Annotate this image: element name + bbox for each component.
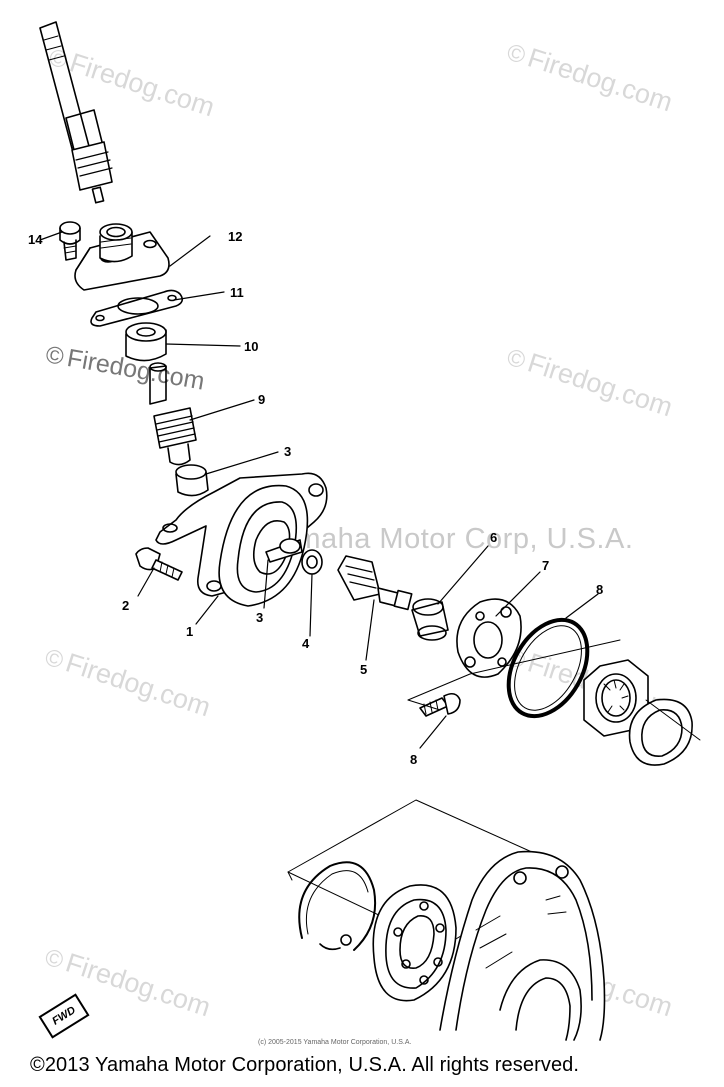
part-5-driven-gear [337, 555, 413, 611]
callout-11: 10 [244, 339, 258, 354]
callout-3-lower: 3 [256, 610, 263, 625]
part-14-bolt [59, 221, 81, 261]
callout-3-upper: 3 [284, 444, 291, 459]
callout-6: 6 [490, 530, 497, 545]
callout-8: 8 [410, 752, 417, 767]
part-10-drive-gear [149, 362, 197, 466]
part-6-seal [411, 598, 449, 641]
hub-washer [628, 698, 693, 766]
part-9-o-ring [506, 617, 590, 719]
watermark-yamaha: Yamaha Motor Corp, U.S.A. [262, 523, 634, 555]
part-11-bushing [125, 322, 167, 362]
part-3-bush-upper [175, 464, 209, 497]
part-8-screw [419, 692, 461, 717]
speedometer-cable [39, 21, 113, 204]
part-1-gear-housing [155, 472, 328, 607]
callout-5: 5 [360, 662, 367, 677]
callout-12: 11 [230, 285, 244, 300]
callout-2: 2 [122, 598, 129, 613]
callout-7: 7 [542, 558, 549, 573]
callout-9: 8 [596, 582, 603, 597]
footer-copyright: ©2013 Yamaha Motor Corporation, U.S.A. A… [30, 1054, 580, 1076]
hub-assembly-lower [287, 799, 606, 1041]
part-2-bolt [135, 547, 183, 581]
assembly-lines [407, 639, 701, 741]
part-4-washer [301, 549, 323, 575]
leader-lines [39, 231, 599, 749]
callout-13: 12 [228, 229, 242, 244]
callout-14: 14 [28, 232, 43, 247]
part-7-retainer [456, 598, 522, 678]
part-13-flange [74, 223, 170, 291]
callout-10: 9 [258, 392, 265, 407]
small-copyright: (c) 2005-2015 Yamaha Motor Corporation, … [258, 1039, 412, 1046]
callout-1: 1 [186, 624, 193, 639]
callout-4: 4 [302, 636, 310, 651]
part-12-gasket [90, 289, 184, 327]
